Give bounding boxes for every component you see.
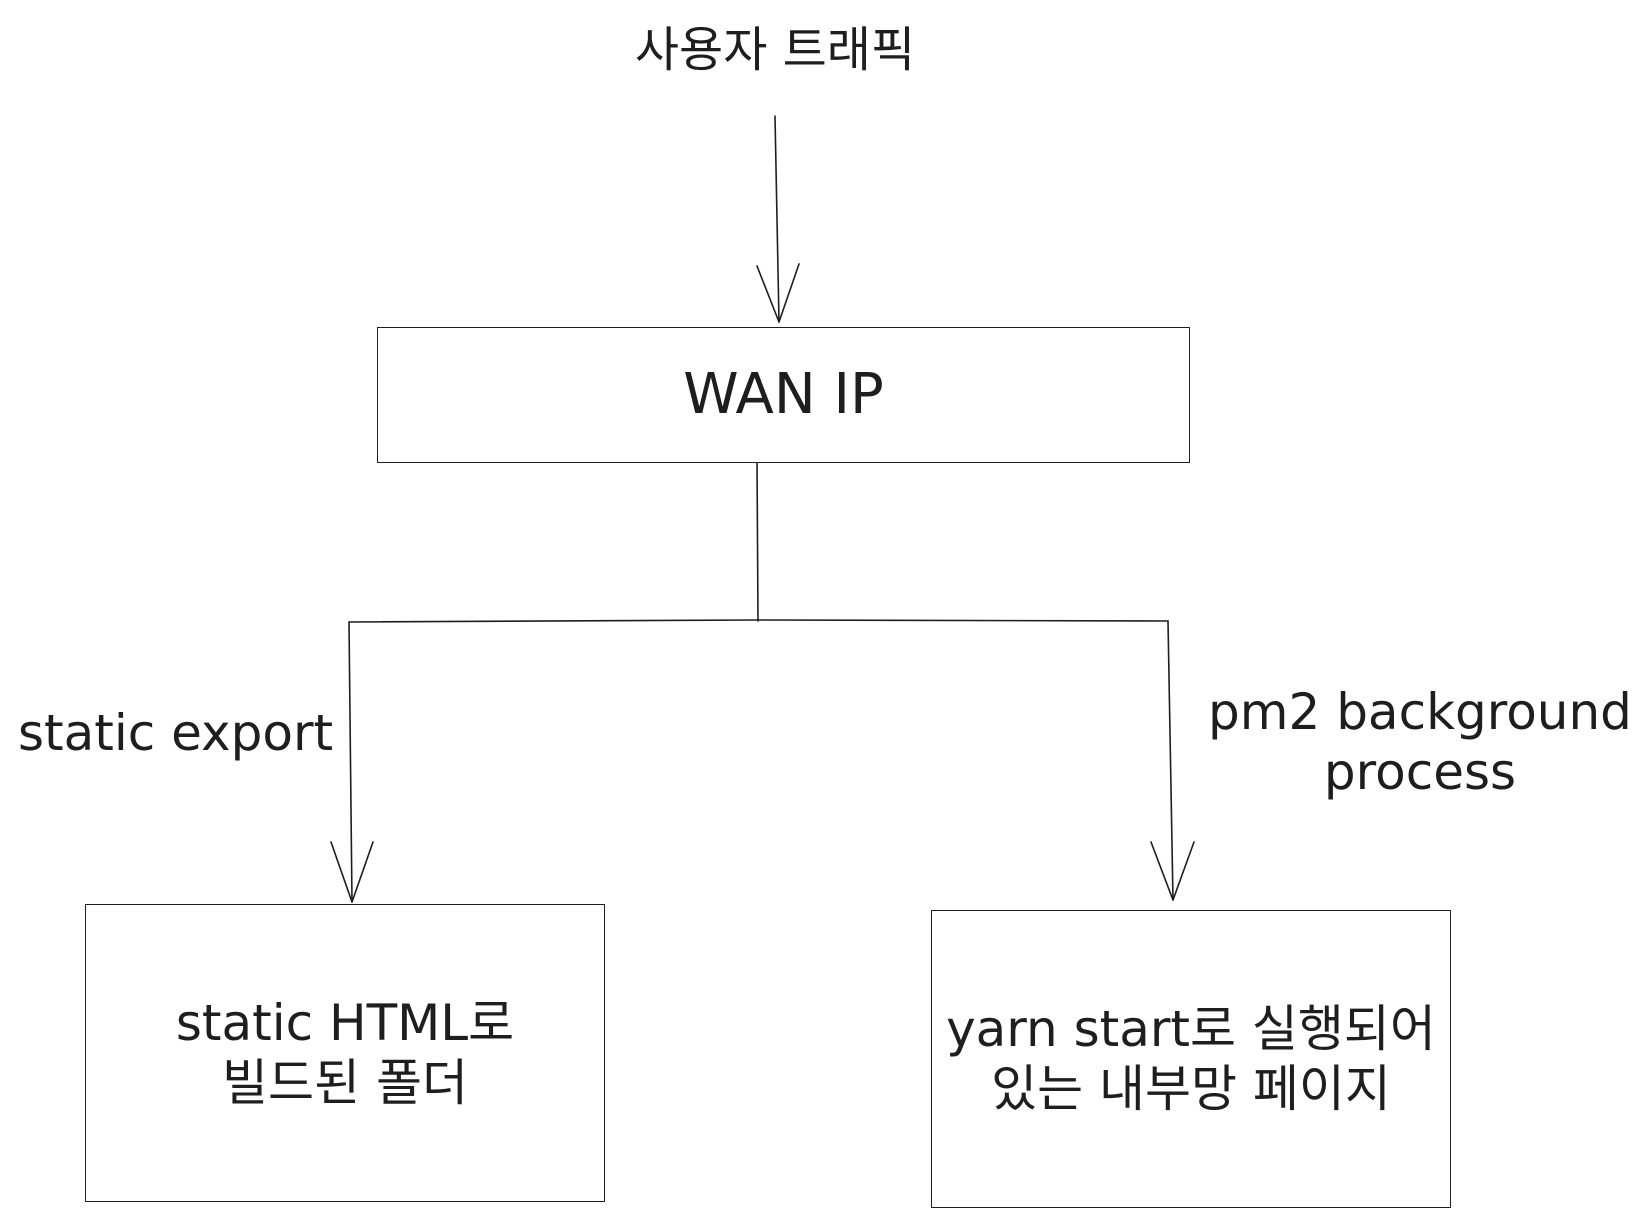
traffic-label: 사용자 트래픽 xyxy=(634,22,916,78)
connector-wan-trunk xyxy=(756,457,759,622)
arrow-head-static-folder xyxy=(330,841,374,903)
internal-page-line1: yarn start로 실행되어 xyxy=(946,1000,1436,1058)
arrow-traffic-to-wan xyxy=(774,115,780,323)
static-html-folder-line1: static HTML로 xyxy=(175,994,515,1052)
arrow-to-static-folder xyxy=(348,621,353,903)
static-export-label: static export xyxy=(18,704,334,762)
wan-ip-node: WAN IP xyxy=(377,327,1190,463)
pm2-process-label: pm2 background process xyxy=(1205,682,1635,802)
connector-split xyxy=(348,619,1169,623)
internal-page-line2: 있는 내부망 페이지 xyxy=(991,1060,1391,1118)
static-html-folder-node: static HTML로 빌드된 폴더 xyxy=(85,904,605,1202)
arrow-head-wan xyxy=(756,263,800,323)
arrow-head-internal-page xyxy=(1150,841,1195,901)
static-html-folder-line2: 빌드된 폴더 xyxy=(222,1054,468,1112)
wan-ip-label: WAN IP xyxy=(683,362,884,428)
internal-page-node: yarn start로 실행되어 있는 내부망 페이지 xyxy=(931,910,1451,1208)
pm2-process-label-line2: process xyxy=(1323,743,1517,801)
static-html-folder-text: static HTML로 빌드된 폴더 xyxy=(176,993,514,1113)
pm2-process-label-line1: pm2 background xyxy=(1208,683,1632,741)
arrow-to-internal-page xyxy=(1167,620,1174,901)
internal-page-text: yarn start로 실행되어 있는 내부망 페이지 xyxy=(946,999,1436,1119)
